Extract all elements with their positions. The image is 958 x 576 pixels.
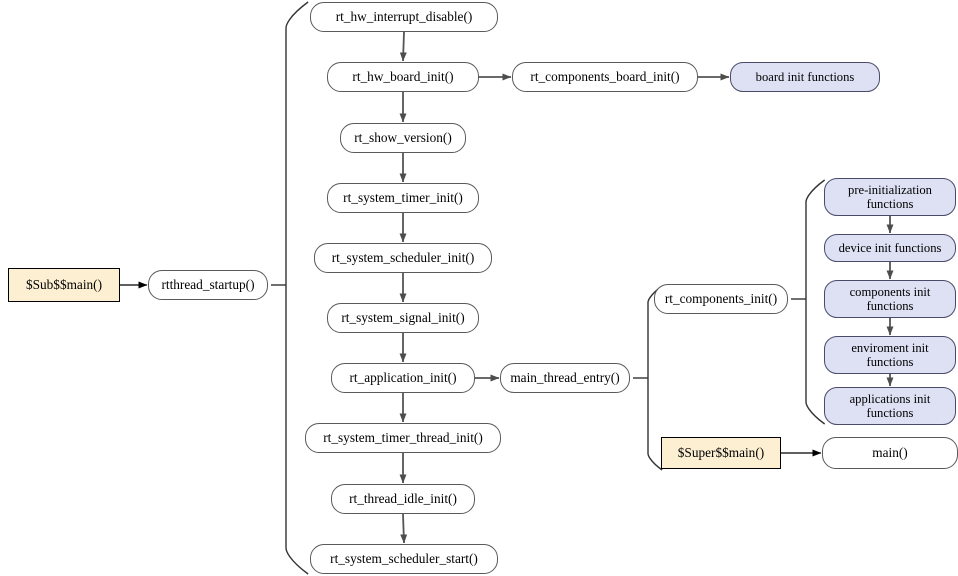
node-device_init[interactable]: device init functions — [824, 234, 956, 262]
node-rt_system_scheduler_start[interactable]: rt_system_scheduler_start() — [310, 544, 498, 574]
node-sub_main[interactable]: $Sub$$main() — [8, 268, 120, 302]
node-super_main[interactable]: $Super$$main() — [661, 437, 781, 469]
arrow-rt_hw_interrupt_disable-to-rt_hw_board_init — [399, 31, 407, 62]
node-rt_system_timer_thread_init[interactable]: rt_system_timer_thread_init() — [305, 423, 501, 453]
node-board_init_functions[interactable]: board init functions — [730, 62, 880, 92]
brace-components-init — [791, 179, 826, 425]
node-main_fn[interactable]: main() — [822, 437, 958, 469]
node-rt_hw_board_init[interactable]: rt_hw_board_init() — [327, 62, 479, 92]
node-rt_hw_interrupt_disable[interactable]: rt_hw_interrupt_disable() — [310, 2, 498, 32]
node-rt_thread_idle_init[interactable]: rt_thread_idle_init() — [331, 484, 475, 514]
node-pre_initialization[interactable]: pre-initialization functions — [824, 178, 956, 216]
node-components_init[interactable]: components init functions — [824, 280, 956, 318]
arrow-rt_thread_idle_init-to-rt_system_scheduler_start — [400, 513, 408, 544]
node-rt_components_board_init[interactable]: rt_components_board_init() — [512, 62, 698, 92]
node-rt_application_init[interactable]: rt_application_init() — [331, 363, 475, 393]
node-rtthread_startup[interactable]: rtthread_startup() — [148, 270, 268, 300]
node-rt_system_timer_init[interactable]: rt_system_timer_init() — [327, 183, 479, 213]
node-main_thread_entry[interactable]: main_thread_entry() — [500, 363, 630, 393]
brace-startup — [271, 1, 309, 575]
node-enviroment_init[interactable]: enviroment init functions — [824, 336, 956, 374]
node-applications_init[interactable]: applications init functions — [824, 387, 956, 425]
node-rt_system_scheduler_init[interactable]: rt_system_scheduler_init() — [314, 243, 492, 273]
node-rt_components_init[interactable]: rt_components_init() — [654, 284, 788, 314]
brace-thread-entry — [633, 285, 663, 471]
node-rt_show_version[interactable]: rt_show_version() — [340, 123, 466, 153]
node-rt_system_signal_init[interactable]: rt_system_signal_init() — [327, 303, 479, 333]
